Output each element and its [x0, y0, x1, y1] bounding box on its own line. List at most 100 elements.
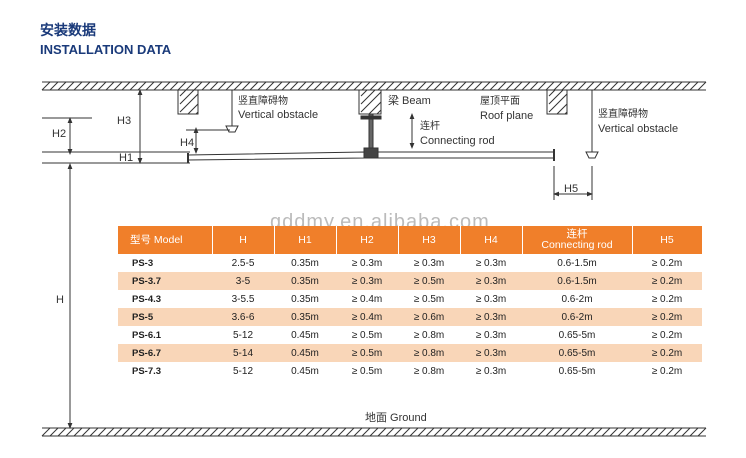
beam-left — [177, 89, 199, 115]
cell-rod: 0.65-5m — [522, 344, 632, 362]
cell-h2: ≥ 0.3m — [336, 272, 398, 290]
cell-h: 5-12 — [232, 365, 253, 377]
beam-right — [546, 89, 568, 115]
label-obstacle-left-en: Vertical obstacle — [238, 109, 318, 121]
cell-h: 3-5 — [212, 272, 274, 290]
cell-h4: ≥ 0.3m — [460, 344, 522, 362]
cell-h1: 0.35m — [274, 272, 336, 290]
cell-h2: ≥ 0.5m — [351, 365, 383, 377]
cell-h4: ≥ 0.3m — [475, 365, 507, 377]
fan-blades — [187, 149, 555, 163]
cell-h5: ≥ 0.2m — [632, 344, 702, 362]
cell-h1: 0.45m — [291, 329, 319, 341]
cell-h5: ≥ 0.2m — [651, 257, 683, 269]
cell-h3: ≥ 0.3m — [413, 257, 445, 269]
cell-h2: ≥ 0.5m — [351, 329, 383, 341]
label-obstacle-right-en: Vertical obstacle — [598, 123, 678, 135]
beam-center — [358, 89, 382, 115]
cell-h3: ≥ 0.5m — [413, 293, 445, 305]
col-header-h3: H3 — [398, 226, 461, 254]
cell-h4: ≥ 0.3m — [475, 329, 507, 341]
cell-rod: 0.65-5m — [558, 365, 596, 377]
cell-rod: 0.6-1.5m — [557, 257, 597, 269]
label-rod-en: Connecting rod — [420, 135, 495, 147]
cell-rod: 0.6-2m — [522, 308, 632, 326]
cell-model: PS-4.3 — [132, 293, 162, 305]
cell-h3: ≥ 0.8m — [398, 344, 460, 362]
installation-data-table: 型号 Model H H1 H2 H3 H4 连杆 Connecting rod… — [118, 226, 703, 380]
obstacle-lamp-right — [585, 90, 599, 159]
heading-english: INSTALLATION DATA — [40, 42, 172, 57]
ground-label: 地面 Ground — [365, 412, 427, 424]
cell-rod: 0.6-1.5m — [522, 272, 632, 290]
table-row: PS-3 2.5-5 0.35m ≥ 0.3m ≥ 0.3m ≥ 0.3m 0.6-1.5m… — [118, 254, 702, 272]
cell-h: 5-12 — [232, 329, 253, 341]
cell-h2: ≥ 0.5m — [336, 344, 398, 362]
col-header-rod-cn: 连杆 — [566, 228, 588, 240]
col-header-rod-en: Connecting rod — [541, 239, 613, 251]
cell-h: 3.6-6 — [212, 308, 274, 326]
cell-h: 2.5-5 — [231, 257, 255, 269]
cell-model: PS-5 — [118, 308, 212, 326]
cell-h3: ≥ 0.5m — [398, 272, 460, 290]
cell-model: PS-3 — [132, 257, 154, 269]
table-row: PS-7.3 5-12 0.45m ≥ 0.5m ≥ 0.8m ≥ 0.3m 0.65-5m… — [118, 362, 702, 380]
label-roof-cn: 屋顶平面 — [480, 95, 520, 107]
cell-h4: ≥ 0.3m — [475, 257, 507, 269]
cell-h2: ≥ 0.3m — [351, 257, 383, 269]
cell-h3: ≥ 0.8m — [413, 365, 445, 377]
cell-h4: ≥ 0.3m — [460, 308, 522, 326]
obstacle-lamp-left — [225, 90, 239, 133]
col-header-rod: 连杆 Connecting rod — [522, 226, 633, 254]
ceiling-hatch — [41, 81, 707, 91]
label-h3: H3 — [117, 115, 131, 127]
label-obstacle-right-cn: 竖直障碍物 — [598, 107, 648, 120]
cell-h: 3-5.5 — [231, 293, 255, 305]
cell-h1: 0.35m — [274, 308, 336, 326]
cell-rod: 0.65-5m — [558, 329, 596, 341]
label-h: H — [56, 294, 64, 306]
table-header-row: 型号 Model H H1 H2 H3 H4 连杆 Connecting rod… — [118, 226, 703, 254]
cell-model: PS-3.7 — [118, 272, 212, 290]
label-h2: H2 — [52, 128, 66, 140]
cell-h5: ≥ 0.2m — [651, 365, 683, 377]
cell-h1: 0.45m — [274, 344, 336, 362]
cell-h5: ≥ 0.2m — [651, 293, 683, 305]
col-header-h1: H1 — [274, 226, 337, 254]
cell-rod: 0.6-2m — [561, 293, 593, 305]
cell-h5: ≥ 0.2m — [651, 329, 683, 341]
cell-h4: ≥ 0.3m — [460, 272, 522, 290]
label-obstacle-left-cn: 竖直障碍物 — [238, 94, 288, 107]
label-h1: H1 — [119, 152, 133, 164]
cell-h4: ≥ 0.3m — [475, 293, 507, 305]
cell-h: 5-14 — [212, 344, 274, 362]
dimension-lines — [42, 89, 593, 429]
cell-model: PS-6.7 — [118, 344, 212, 362]
label-h5: H5 — [564, 183, 578, 195]
table-row: PS-6.1 5-12 0.45m ≥ 0.5m ≥ 0.8m ≥ 0.3m 0.65-5m… — [118, 326, 702, 344]
label-roof-en: Roof plane — [480, 110, 533, 122]
cell-h1: 0.45m — [291, 365, 319, 377]
cell-h3: ≥ 0.8m — [413, 329, 445, 341]
cell-model: PS-7.3 — [132, 365, 162, 377]
col-header-h2: H2 — [336, 226, 399, 254]
cell-h5: ≥ 0.2m — [632, 272, 702, 290]
fan-mount-rod — [360, 113, 382, 159]
col-header-h4: H4 — [460, 226, 523, 254]
cell-h5: ≥ 0.2m — [632, 308, 702, 326]
cell-h3: ≥ 0.6m — [398, 308, 460, 326]
cell-h1: 0.35m — [291, 257, 319, 269]
label-rod-cn: 连杆 — [420, 119, 440, 132]
cell-h2: ≥ 0.4m — [336, 308, 398, 326]
cell-h1: 0.35m — [291, 293, 319, 305]
heading-chinese: 安装数据 — [40, 23, 96, 39]
label-beam: 梁 Beam — [388, 93, 431, 107]
cell-model: PS-6.1 — [132, 329, 162, 341]
col-header-model: 型号 Model — [118, 226, 213, 254]
ground-hatch — [41, 427, 707, 437]
